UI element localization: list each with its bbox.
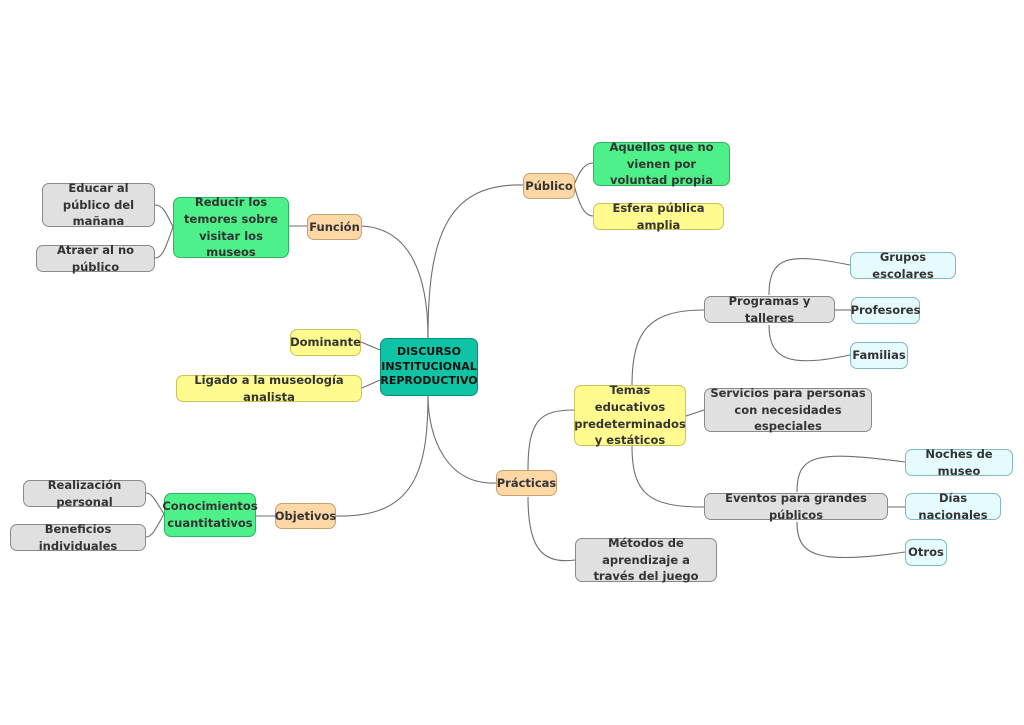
eventos-node[interactable]: Eventos para grandes públicos [704,491,888,522]
link-conoc-realizacion [145,492,165,515]
link-root-practicas [427,394,497,484]
dias-node[interactable]: Días nacionales [905,491,1001,522]
educar-node[interactable]: Educar al público del mañana [42,181,155,228]
programas-node[interactable]: Programas y talleres [704,294,835,325]
link-reducir-educar [154,204,174,228]
objetivos-node[interactable]: Objetivos [275,503,336,529]
link-programas-familias [768,324,851,362]
atraer-node[interactable]: Atraer al no público [36,243,155,274]
link-reducir-atraer [154,226,174,259]
link-root-dominante [360,341,381,351]
publico-node[interactable]: Público [523,173,575,199]
dominante-node[interactable]: Dominante [290,329,361,356]
root-node[interactable]: DISCURSO INSTITUCIONAL REPRODUCTIVO [380,338,478,396]
familias-node[interactable]: Familias [850,342,908,369]
link-root-publico [427,184,524,339]
link-root-ligado [361,379,381,389]
ligado-node[interactable]: Ligado a la museología analista [176,373,362,404]
grupos-node[interactable]: Grupos escolares [850,250,956,281]
servicios-node[interactable]: Servicios para personas con necesidades … [704,386,872,433]
realizacion-node[interactable]: Realización personal [23,478,146,509]
link-root-objetivos [335,394,429,517]
link-eventos-otros [796,521,906,559]
link-temas-programas [631,309,705,386]
esfera-node[interactable]: Esfera pública amplia [593,201,724,232]
noches-node[interactable]: Noches de museo [905,447,1013,478]
profesores-node[interactable]: Profesores [851,297,920,324]
link-conoc-beneficios [145,513,165,538]
link-temas-eventos [631,445,705,508]
link-practicas-temas [527,409,575,471]
link-eventos-noches [796,455,906,493]
aquellos-node[interactable]: Aquellos que no vienen por voluntad prop… [593,140,730,187]
reducir-node[interactable]: Reducir los temores sobre visitar los mu… [173,195,289,259]
beneficios-node[interactable]: Beneficios individuales [10,522,146,553]
practicas-node[interactable]: Prácticas [496,470,557,496]
conocimientos-node[interactable]: Conocimientos cuantitativos [162,493,258,537]
funcion-node[interactable]: Función [307,214,362,240]
link-publico-esfera [573,184,594,217]
metodos-node[interactable]: Métodos de aprendizaje a través del jueg… [575,536,717,583]
link-programas-grupos [768,258,851,296]
temas-node[interactable]: Temas educativos predeterminados y estát… [574,383,686,448]
link-publico-aquellos [573,162,594,186]
link-root-funcion [360,225,429,339]
link-temas-servicios [685,409,705,417]
otros-node[interactable]: Otros [905,539,947,566]
link-practicas-metodos [527,496,576,562]
